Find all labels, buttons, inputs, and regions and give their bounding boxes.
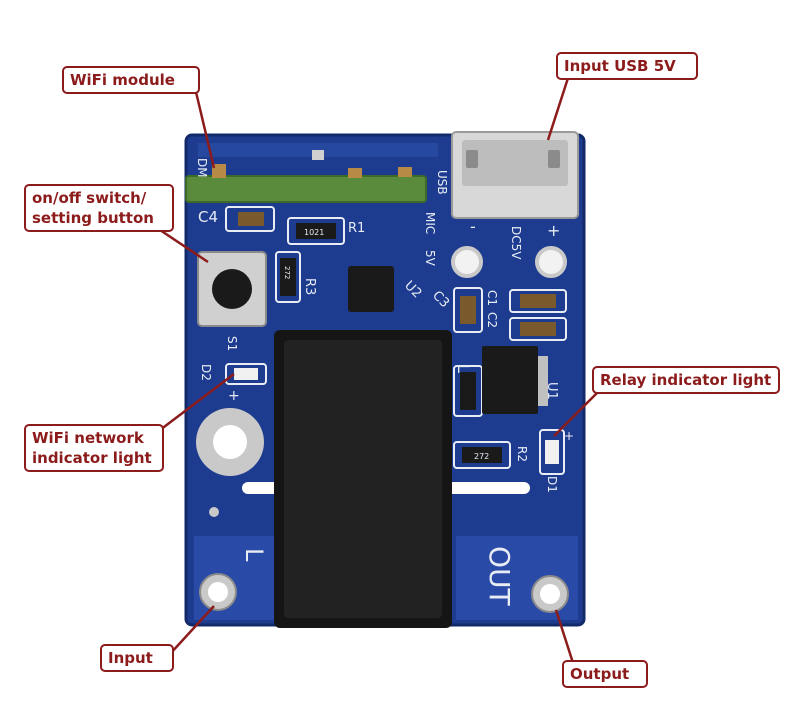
silkscreen-r1: R1: [348, 221, 365, 236]
regulator-u1-tab: [538, 356, 548, 406]
led-d2-body: [234, 368, 258, 380]
usb-connector-tab: [466, 150, 478, 168]
silkscreen-s1: S1: [225, 336, 239, 351]
resistor-r3-body: [280, 258, 296, 296]
callout-line-input: [169, 605, 215, 655]
silkscreen-plus: +: [547, 221, 560, 240]
silkscreen-d2: D2: [199, 364, 213, 381]
resistor-r2-body: [462, 447, 502, 463]
capacitor-c3-body: [460, 296, 476, 324]
callout-line-input-usb: [546, 77, 570, 141]
regulator-u1: [482, 346, 538, 414]
chip-u2: [348, 266, 394, 312]
capacitor-c2: [509, 317, 567, 341]
tactile-switch-button: [212, 269, 252, 309]
power-hole-minus: [451, 246, 483, 278]
callout-input: Input: [100, 644, 174, 672]
capacitor-c3: [453, 287, 483, 333]
callout-wifi-module: WiFi module: [62, 66, 200, 94]
led-d1-body: [545, 440, 559, 464]
output-terminal-hole-inner: [540, 584, 560, 604]
silkscreen-terminal-out: OUT: [483, 546, 516, 607]
silkscreen-mic: MIC: [423, 212, 437, 234]
led-d1: [539, 429, 565, 475]
power-hole-plus: [535, 246, 567, 278]
relay-highlight: [284, 340, 442, 618]
wifi-module: [185, 175, 427, 203]
capacitor-c4-body: [238, 212, 264, 226]
usb-connector-port: [462, 140, 568, 186]
silkscreen-minus: -: [470, 217, 476, 236]
callout-output: Output: [562, 660, 648, 688]
callout-line-output: [554, 609, 576, 667]
silkscreen-c4: C4: [198, 208, 218, 226]
mounting-hole-inner: [213, 425, 247, 459]
callout-switch-button: on/off switch/ setting button: [24, 184, 174, 232]
callout-line-switch: [159, 228, 209, 264]
silkscreen-c1: C1: [485, 290, 499, 306]
silkscreen-c2: C2: [485, 312, 499, 328]
capacitor-c1-body: [520, 294, 556, 308]
silkscreen-d2-plus: +: [228, 388, 240, 404]
silkscreen-antenna: DM: [195, 158, 209, 178]
callout-relay-light: Relay indicator light: [592, 366, 780, 394]
resistor-r1-code: 1021: [304, 228, 324, 237]
resistor-r1-body: [296, 223, 336, 239]
silkscreen-l: L: [454, 364, 473, 373]
silkscreen-u1: U1: [544, 382, 559, 400]
silkscreen-dc5v: DC5V: [509, 226, 523, 260]
silkscreen-r3: R3: [302, 278, 317, 295]
led-d2: [225, 363, 267, 385]
wifi-module-pin: [212, 164, 226, 178]
usb-connector-tab: [548, 150, 560, 168]
input-terminal-hole-inner: [208, 582, 228, 602]
silkscreen-terminal-l: L: [240, 548, 268, 562]
resistor-r3-code: 272: [283, 266, 291, 279]
capacitor-c1: [509, 289, 567, 313]
callout-wifi-light: WiFi network indicator light: [24, 424, 164, 472]
resistor-r3: [275, 251, 301, 303]
capacitor-c4: [225, 206, 275, 232]
resistor-r2: [453, 441, 511, 469]
callout-line-wifi-light: [159, 373, 235, 431]
board-via: [209, 507, 219, 517]
callout-input-usb: Input USB 5V: [556, 52, 698, 80]
silkscreen-r2: R2: [515, 446, 529, 462]
wifi-module-pin: [348, 168, 362, 178]
silkscreen-usb: USB: [435, 170, 449, 195]
silkscreen-d1-plus: +: [564, 429, 574, 443]
wifi-module-pin: [312, 150, 324, 160]
resistor-r2-code: 272: [474, 452, 489, 461]
silkscreen-5v: 5V: [423, 250, 437, 267]
callout-line-relay-light: [553, 391, 599, 437]
inductor-l-body: [460, 372, 476, 410]
resistor-r1: [287, 217, 345, 245]
silkscreen-d1: D1: [545, 476, 559, 493]
capacitor-c2-body: [520, 322, 556, 336]
callout-line-wifi-module: [194, 91, 216, 169]
wifi-module-pin: [398, 167, 412, 177]
